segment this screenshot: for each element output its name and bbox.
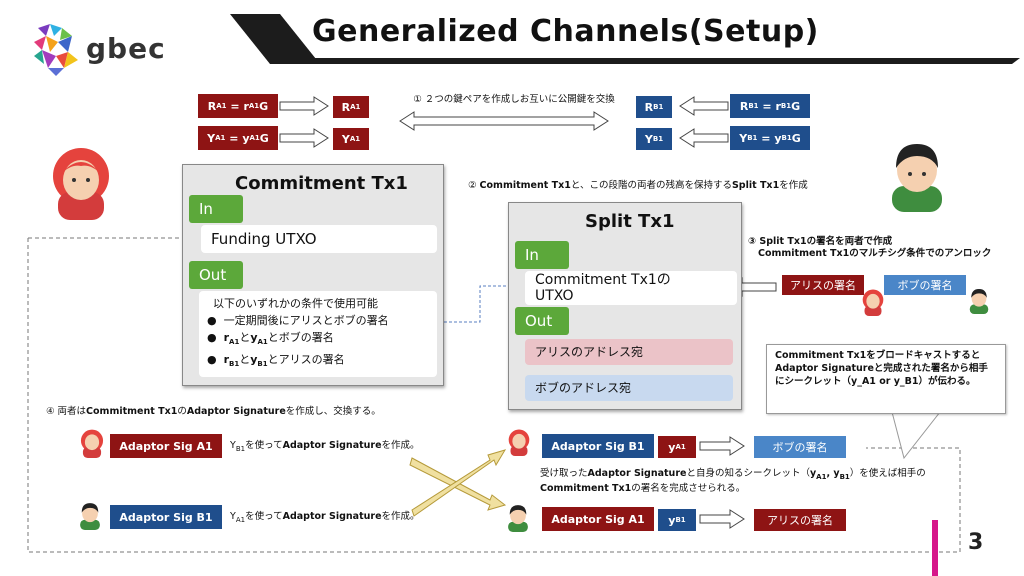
bob-signature-split: ボブの署名 (884, 275, 966, 295)
commitment-tx-panel: Commitment Tx1 In Funding UTXO Out 以下のいず… (182, 164, 444, 386)
bob-receiver-avatar-icon (508, 505, 528, 532)
bob-adaptor-desc: YA1を使ってAdaptor Signatureを作成。 (230, 511, 420, 524)
step3-line2: Commitment Tx1のマルチシグ条件でのアンロック (758, 248, 992, 259)
page-number: 3 (968, 530, 984, 555)
step2-text: ② Commitment Tx1と、この段階の両者の残高を保持するSplit T… (468, 180, 842, 192)
logo-text: gbec (86, 32, 166, 65)
condition-1: ● 一定期間後にアリスとボブの署名 (207, 314, 389, 327)
commitment-utxo-text: Commitment Tx1のUTXO (535, 272, 671, 304)
alice-signature-split: アリスの署名 (782, 275, 864, 295)
step4-text: ④ 両者はCommitment Tx1のAdaptor Signatureを作成… (46, 406, 381, 418)
condition-1-text: 一定期間後にアリスとボブの署名 (223, 314, 389, 327)
bob-address-output: ボブのアドレス宛 (525, 375, 733, 401)
received-adaptor-sig-b1: Adaptor Sig B1 (542, 434, 654, 458)
step3-text: ③ Split Tx1の署名を両者で作成 Commitment Tx1のマルチシ… (748, 236, 1018, 260)
alice-signature-completed: アリスの署名 (754, 509, 846, 531)
funding-utxo: Funding UTXO (201, 225, 437, 253)
bob-avatar-icon (892, 144, 942, 212)
logo-mark-icon (34, 24, 78, 76)
condition-2: ● rA1とyA1とボブの署名 (207, 331, 334, 347)
logo: gbec (28, 20, 198, 80)
step4-pre: ④ 両者は (46, 406, 87, 417)
broadcast-callout: Commitment Tx1をブロードキャストするとAdaptor Signat… (766, 344, 1006, 414)
page-title: Generalized Channels(Setup) (312, 14, 819, 49)
alice-receiver-avatar-icon (508, 429, 530, 456)
step2-mid: と、この段階の両者の残高を保持する (570, 180, 732, 191)
alice-small-avatar-icon (862, 289, 884, 316)
bob-adaptor-sig: Adaptor Sig B1 (110, 505, 222, 529)
step2-split: Split Tx1 (731, 180, 780, 191)
split-out-label: Out (515, 307, 569, 335)
commitment-utxo: Commitment Tx1のUTXO (525, 271, 737, 305)
commitment-tx-title: Commitment Tx1 (235, 173, 408, 194)
spend-conditions: 以下のいずれかの条件で使用可能 ● 一定期間後にアリスとボブの署名 ● rA1と… (199, 291, 437, 377)
step4-commitment: Commitment Tx1 (86, 406, 178, 417)
step4-adaptor: Adaptor Signature (186, 406, 286, 417)
step3-line1: ③ Split Tx1の署名を両者で作成 (748, 236, 893, 247)
received-adaptor-sig-a1: Adaptor Sig A1 (542, 507, 654, 531)
title-banner (230, 14, 1020, 64)
alice-adaptor-avatar-icon (80, 429, 104, 458)
completion-note: 受け取ったAdaptor Signatureと自身の知るシークレット（yA1, … (540, 468, 926, 494)
alice-avatar-icon (53, 148, 109, 220)
step1-text: ① ２つの鍵ペアを作成しお互いに公開鍵を交換 (413, 94, 615, 105)
alice-address-output: アリスのアドレス宛 (525, 339, 733, 365)
alice-adaptor-desc: YB1を使ってAdaptor Signatureを作成。 (230, 440, 420, 453)
bob-small-avatar-icon (969, 288, 989, 314)
step2-commitment: Commitment Tx1 (479, 180, 571, 191)
step4-mid: の (177, 406, 187, 417)
bob-signature-completed: ボブの署名 (754, 436, 846, 458)
conditions-heading: 以下のいずれかの条件で使用可能 (213, 297, 378, 310)
step2-pre: ② (468, 180, 480, 191)
alice-adaptor-sig: Adaptor Sig A1 (110, 434, 222, 458)
step4-post: を作成し、交換する。 (285, 406, 381, 417)
bob-adaptor-avatar-icon (80, 503, 100, 530)
commitment-out-label: Out (189, 261, 243, 289)
callout-text: Commitment Tx1をブロードキャストするとAdaptor Signat… (775, 350, 988, 387)
condition-3: ● rB1とyB1とアリスの署名 (207, 353, 345, 369)
split-tx-panel: Split Tx1 In Commitment Tx1のUTXO Out アリス… (508, 202, 742, 410)
split-tx-title: Split Tx1 (585, 211, 675, 232)
commitment-in-label: In (189, 195, 243, 223)
step2-post: を作成 (779, 180, 808, 191)
split-in-label: In (515, 241, 569, 269)
